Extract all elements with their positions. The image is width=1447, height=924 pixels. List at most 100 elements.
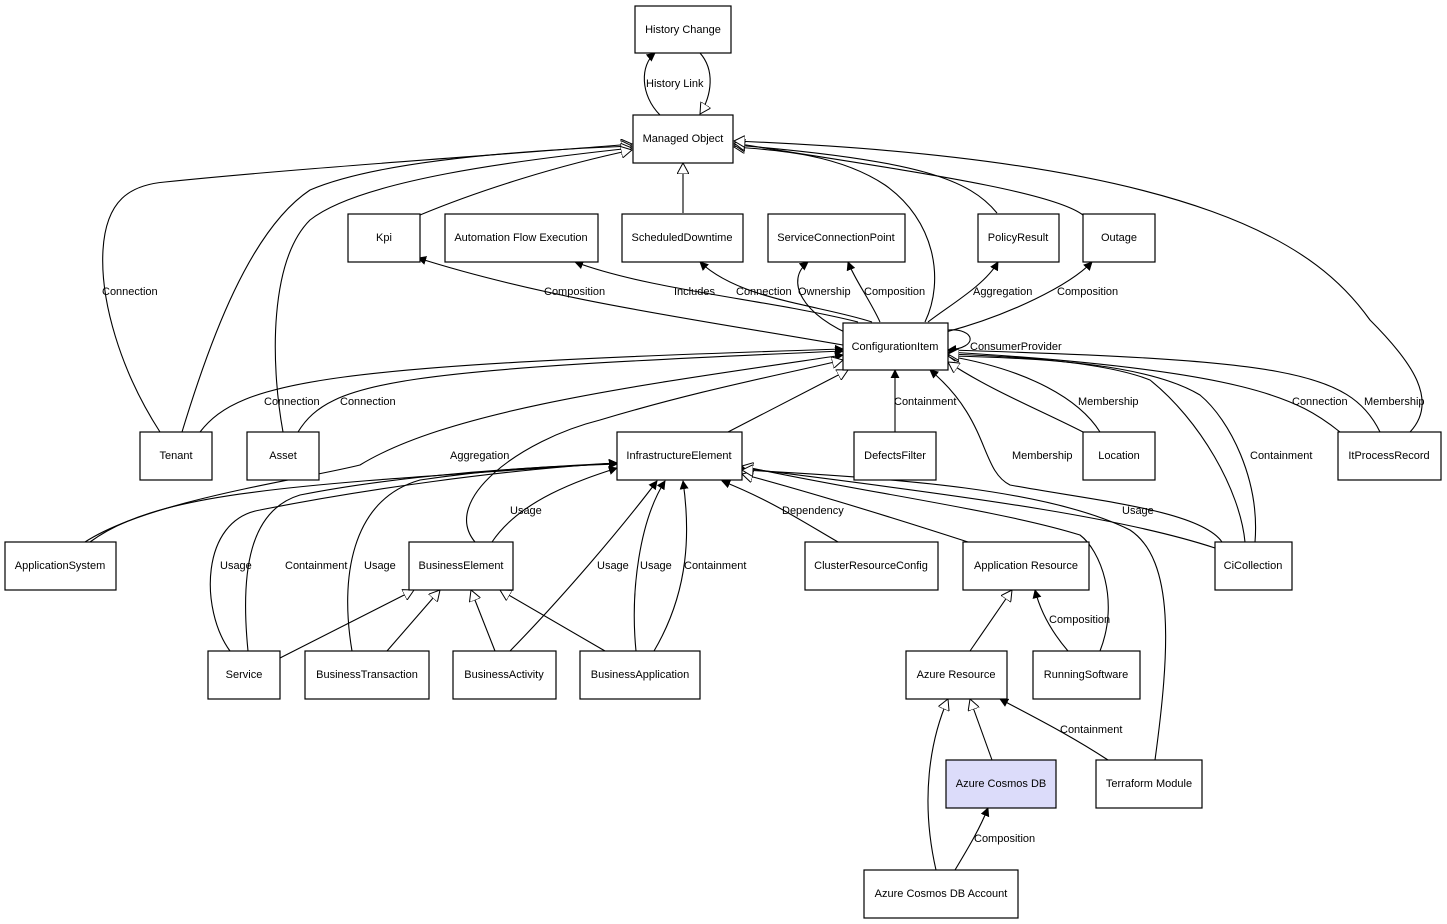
edge-history-link-down	[700, 52, 710, 114]
edge-bactivity-to-belem	[471, 590, 496, 652]
node-azure-cosmos-db-account[interactable]: Azure Cosmos DB Account	[863, 869, 1019, 919]
edge-itprocess-to-mo	[734, 141, 1423, 433]
node-business-transaction[interactable]: BusinessTransaction	[304, 650, 430, 700]
node-infrastructure-element[interactable]: InfrastructureElement	[616, 431, 743, 481]
edge-kpi-to-mo	[419, 150, 632, 216]
node-history-change[interactable]: History Change	[634, 5, 732, 54]
edge-cicollection-membership-ci	[929, 369, 1223, 543]
label-composition-cosmos: Composition	[974, 833, 1035, 845]
edge-location-membership-ci	[947, 352, 1101, 433]
node-automation-flow-execution-label: Automation Flow Execution	[454, 232, 587, 244]
node-business-application[interactable]: BusinessApplication	[579, 650, 701, 700]
edge-cicollection-containment-ci	[948, 356, 1257, 543]
label-membership-itprocess: Membership	[1364, 396, 1425, 408]
edge-asset-connection-ci	[297, 346, 844, 433]
node-service-connection-point[interactable]: ServiceConnectionPoint	[767, 213, 906, 263]
node-azure-cosmos-db-label: Azure Cosmos DB	[956, 778, 1046, 790]
node-application-resource-label: Application Resource	[974, 560, 1078, 572]
label-containment-terraform: Containment	[1060, 724, 1122, 736]
node-automation-flow-execution[interactable]: Automation Flow Execution	[444, 213, 599, 263]
node-ci-collection-label: CiCollection	[1224, 560, 1283, 572]
edge-service-usage-infra	[209, 458, 618, 652]
node-outage[interactable]: Outage	[1082, 213, 1156, 263]
edge-ci-consumer-provider	[947, 329, 971, 354]
edge-bactivity-usage-infra	[509, 480, 658, 652]
node-infrastructure-element-label: InfrastructureElement	[626, 450, 731, 462]
node-running-software[interactable]: RunningSoftware	[1032, 650, 1141, 700]
edge-tenant2-to-mo	[181, 146, 632, 433]
edge-service-to-belem	[279, 590, 414, 659]
node-configuration-item[interactable]: ConfigurationItem	[842, 322, 949, 371]
node-location-label: Location	[1098, 450, 1140, 462]
edge-account-to-azureres	[927, 699, 948, 871]
node-kpi[interactable]: Kpi	[347, 213, 421, 263]
node-business-element-label: BusinessElement	[419, 560, 504, 572]
label-containment-cicollection: Containment	[1250, 450, 1312, 462]
node-running-software-label: RunningSoftware	[1044, 669, 1128, 681]
edge-itprocess-membership-ci	[947, 345, 1381, 433]
edge-itprocess-connection-ci	[947, 347, 1341, 433]
node-azure-resource[interactable]: Azure Resource	[905, 650, 1008, 700]
node-business-activity-label: BusinessActivity	[464, 669, 544, 681]
node-azure-cosmos-db-account-label: Azure Cosmos DB Account	[875, 888, 1008, 900]
label-connection-tenant-mo: Connection	[102, 286, 158, 298]
edge-ci-composition-outage	[945, 261, 1093, 333]
node-defects-filter-label: DefectsFilter	[864, 450, 926, 462]
label-includes: Includes	[674, 286, 715, 298]
node-business-element[interactable]: BusinessElement	[408, 541, 514, 591]
label-composition-outage: Composition	[1057, 286, 1118, 298]
edge-history-link-up	[643, 52, 661, 116]
node-policy-result[interactable]: PolicyResult	[977, 213, 1060, 263]
label-membership-location: Membership	[1078, 396, 1139, 408]
node-business-activity[interactable]: BusinessActivity	[452, 650, 557, 700]
edge-running-composition-appres	[1032, 589, 1069, 652]
label-aggregation-policy: Aggregation	[973, 286, 1032, 298]
node-location[interactable]: Location	[1082, 431, 1156, 481]
edge-bapp-to-belem	[500, 590, 606, 652]
node-tenant[interactable]: Tenant	[139, 431, 213, 481]
node-configuration-item-label: ConfigurationItem	[852, 341, 939, 353]
edge-cicollection-to-ci2	[948, 354, 1246, 543]
edge-bapp-usage-infra	[633, 480, 666, 652]
node-business-transaction-label: BusinessTransaction	[316, 669, 418, 681]
node-outage-label: Outage	[1101, 232, 1137, 244]
node-defects-filter[interactable]: DefectsFilter	[853, 431, 937, 481]
node-tenant-label: Tenant	[159, 450, 192, 462]
edge-cicollection-usage-infra	[741, 464, 1216, 549]
label-usage-businesselement: Usage	[510, 505, 542, 517]
node-application-resource[interactable]: Application Resource	[962, 541, 1090, 591]
edge-terraform-containment-azureres	[999, 698, 1109, 761]
edge-infra-to-ci	[727, 370, 848, 433]
node-asset[interactable]: Asset	[246, 431, 320, 481]
label-usage-cicollection: Usage	[1122, 505, 1154, 517]
edge-ci-includes	[574, 260, 859, 323]
node-service[interactable]: Service	[207, 650, 281, 700]
label-usage-btransaction: Usage	[364, 560, 396, 572]
edge-btrans-to-belem	[386, 590, 440, 652]
edge-asset-to-mo	[274, 148, 632, 433]
edge-tenant-connection-ci	[199, 344, 844, 433]
node-cluster-resource-config[interactable]: ClusterResourceConfig	[804, 541, 939, 591]
label-history-link: History Link	[646, 78, 704, 90]
node-ci-collection[interactable]: CiCollection	[1214, 541, 1293, 591]
node-scheduled-downtime[interactable]: ScheduledDowntime	[621, 213, 744, 263]
label-connection-scp: Connection	[736, 286, 792, 298]
label-composition-kpi: Composition	[544, 286, 605, 298]
node-application-system-label: ApplicationSystem	[15, 560, 106, 572]
label-containment-defects: Containment	[894, 396, 956, 408]
edge-businesselement-to-ci	[466, 360, 843, 543]
nodes: History Change Managed Object Kpi Automa…	[4, 5, 1442, 919]
node-terraform-module[interactable]: Terraform Module	[1095, 759, 1203, 809]
node-managed-object[interactable]: Managed Object	[632, 114, 734, 164]
node-application-system[interactable]: ApplicationSystem	[4, 541, 117, 591]
node-it-process-record[interactable]: ItProcessRecord	[1337, 431, 1442, 481]
edge-ci-to-mo	[734, 147, 936, 323]
node-azure-cosmos-db[interactable]: Azure Cosmos DB	[945, 759, 1057, 809]
edge-ci-connection-scheduled	[699, 261, 873, 323]
label-dependency-cluster: Dependency	[782, 505, 844, 517]
label-connection-asset-ci: Connection	[340, 396, 396, 408]
node-it-process-record-label: ItProcessRecord	[1348, 450, 1429, 462]
label-ownership: Ownership	[798, 286, 851, 298]
node-asset-label: Asset	[269, 450, 297, 462]
